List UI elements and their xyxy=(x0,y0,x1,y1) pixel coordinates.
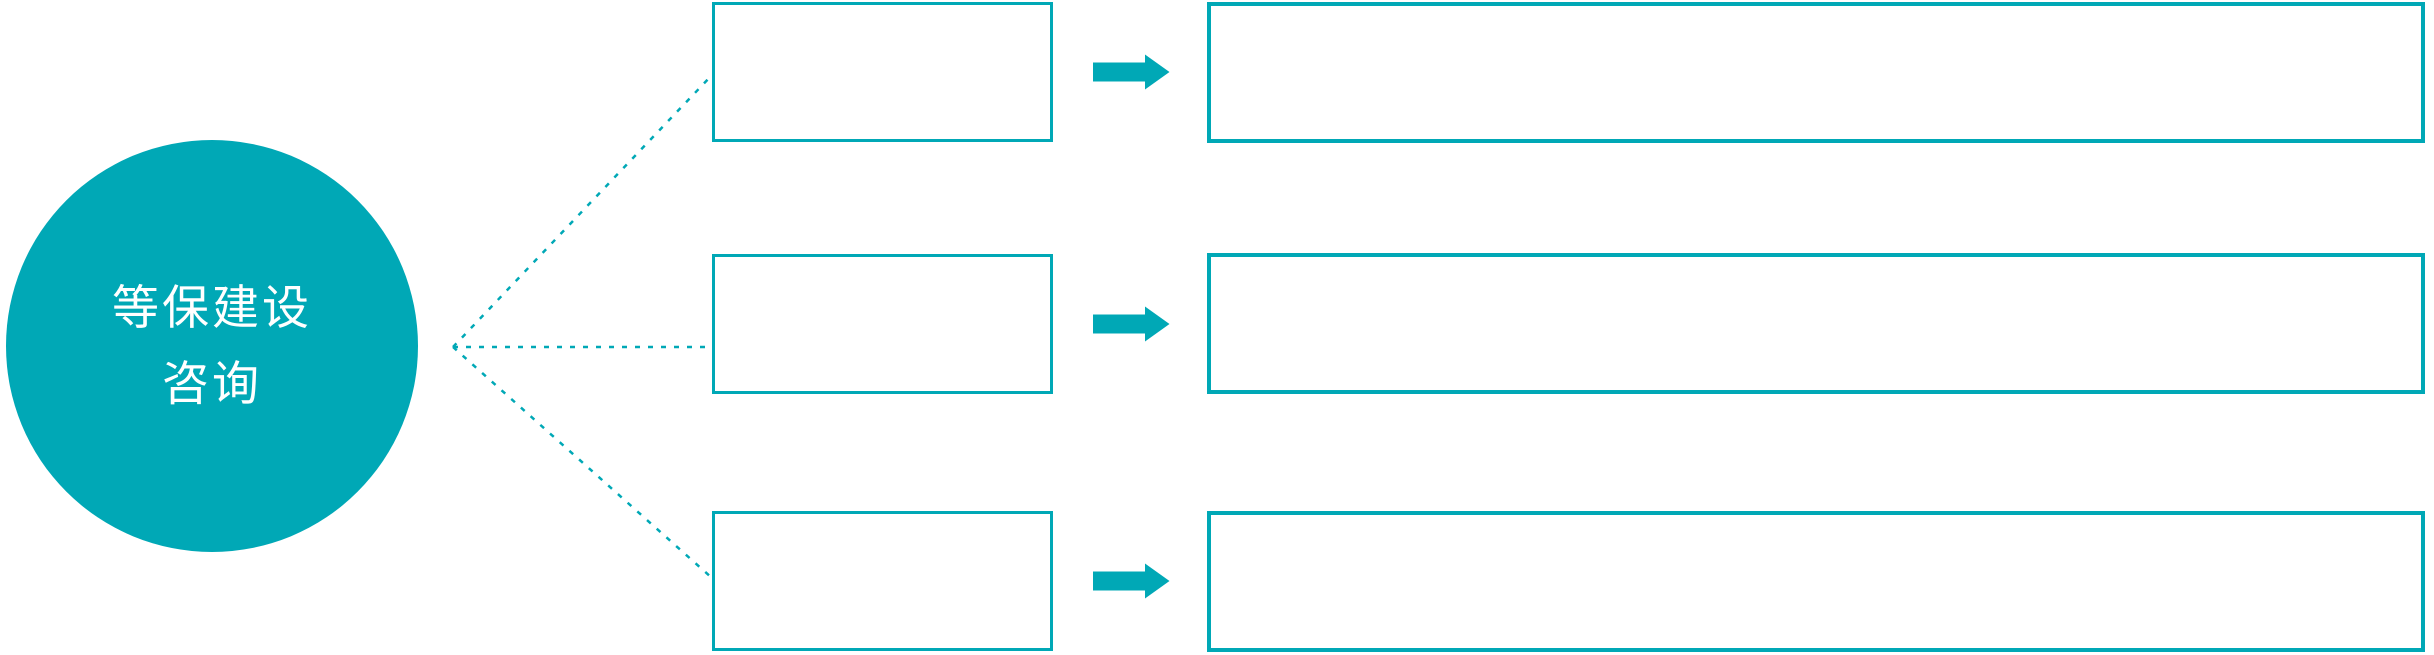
hub-label-line1: 等保建设 xyxy=(112,280,312,334)
step-box xyxy=(712,511,1053,651)
arrow-right-icon xyxy=(1093,306,1170,342)
dotted-connector xyxy=(452,74,713,348)
hub-label-line2: 咨询 xyxy=(162,357,262,410)
dotted-connector xyxy=(452,346,713,579)
step-box xyxy=(712,2,1053,142)
hub-circle: 等保建设 咨询 xyxy=(6,140,418,552)
step-box xyxy=(712,254,1053,394)
detail-box xyxy=(1207,2,2425,143)
detail-box xyxy=(1207,253,2425,394)
detail-box xyxy=(1207,511,2425,652)
arrow-right-icon xyxy=(1093,54,1170,90)
arrow-right-icon xyxy=(1093,563,1170,599)
